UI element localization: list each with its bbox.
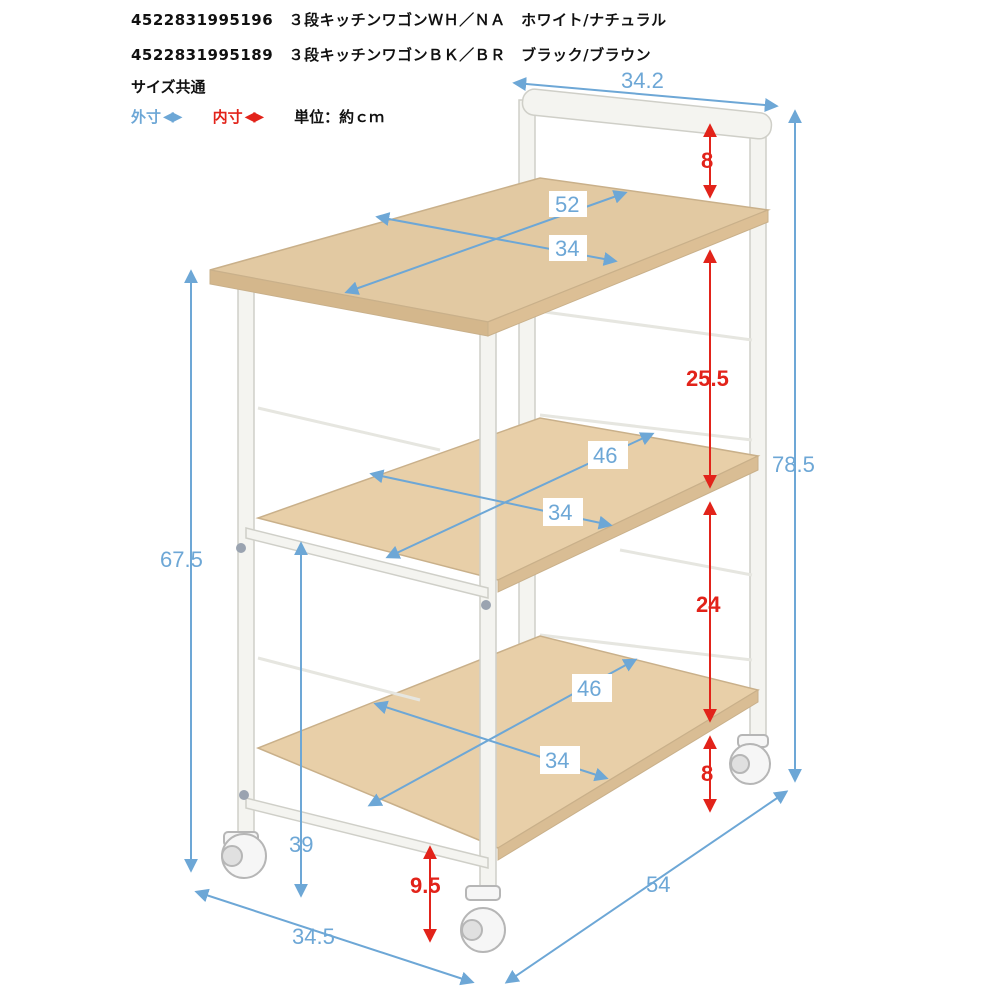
legend-outer: 外寸◀▶ xyxy=(131,106,183,127)
dim-width: 34.5 xyxy=(292,924,335,949)
dim-inner-floor-clearance: 9.5 xyxy=(410,873,441,898)
size-common-label: サイズ共通 xyxy=(131,78,206,96)
handle-bar xyxy=(521,88,773,140)
legend: 外寸◀▶ 内寸◀▶ 単位：約ｃｍ xyxy=(131,106,416,127)
legend-unit: 単位：約ｃｍ xyxy=(294,108,385,126)
caster-back-right xyxy=(729,734,771,785)
dim-top-shelf-depth: 52 xyxy=(555,192,579,217)
bolts xyxy=(236,543,491,800)
shelf-middle xyxy=(255,417,761,593)
dim-top-height: 67.5 xyxy=(160,547,203,572)
caster-front-right xyxy=(460,885,506,953)
dim-total-height: 78.5 xyxy=(772,452,815,477)
dim-mid-shelf-width: 34 xyxy=(548,500,572,525)
header-line-1: 4522831995196 ３段キッチンワゴンＷＨ／ＮＡ ホワイト/ナチュラル xyxy=(131,11,667,29)
dim-top-shelf-width: 34 xyxy=(555,236,579,261)
dim-handle-width: 34.2 xyxy=(621,68,664,93)
front-left-post xyxy=(237,287,255,839)
dim-bottom-shelf-height: 39 xyxy=(289,832,313,857)
double-arrow-icon: ◀▶ xyxy=(244,108,264,125)
dim-bottom-shelf-width: 34 xyxy=(545,748,569,773)
dim-mid-shelf-depth: 46 xyxy=(593,443,617,468)
double-arrow-icon: ◀▶ xyxy=(163,108,182,125)
dim-bottom-shelf-depth: 46 xyxy=(577,676,601,701)
dim-depth: 54 xyxy=(646,872,670,897)
inner-dimension-lines xyxy=(423,123,717,943)
dim-inner-mid-gap: 24 xyxy=(696,592,721,617)
label-backgrounds xyxy=(540,191,628,774)
dim-inner-top-gap: 25.5 xyxy=(686,366,729,391)
header-line-2: 4522831995189 ３段キッチンワゴンＢＫ／ＢＲ ブラック/ブラウン xyxy=(131,46,652,64)
caster-front-left xyxy=(221,831,267,879)
legend-outer-label: 外寸 xyxy=(131,108,162,126)
shelf-top xyxy=(209,177,771,337)
legend-inner-label: 内寸 xyxy=(212,108,243,126)
dim-inner-caster: 8 xyxy=(701,761,713,786)
legend-inner: 内寸◀▶ xyxy=(212,106,265,127)
dim-inner-handle: 8 xyxy=(701,148,713,173)
